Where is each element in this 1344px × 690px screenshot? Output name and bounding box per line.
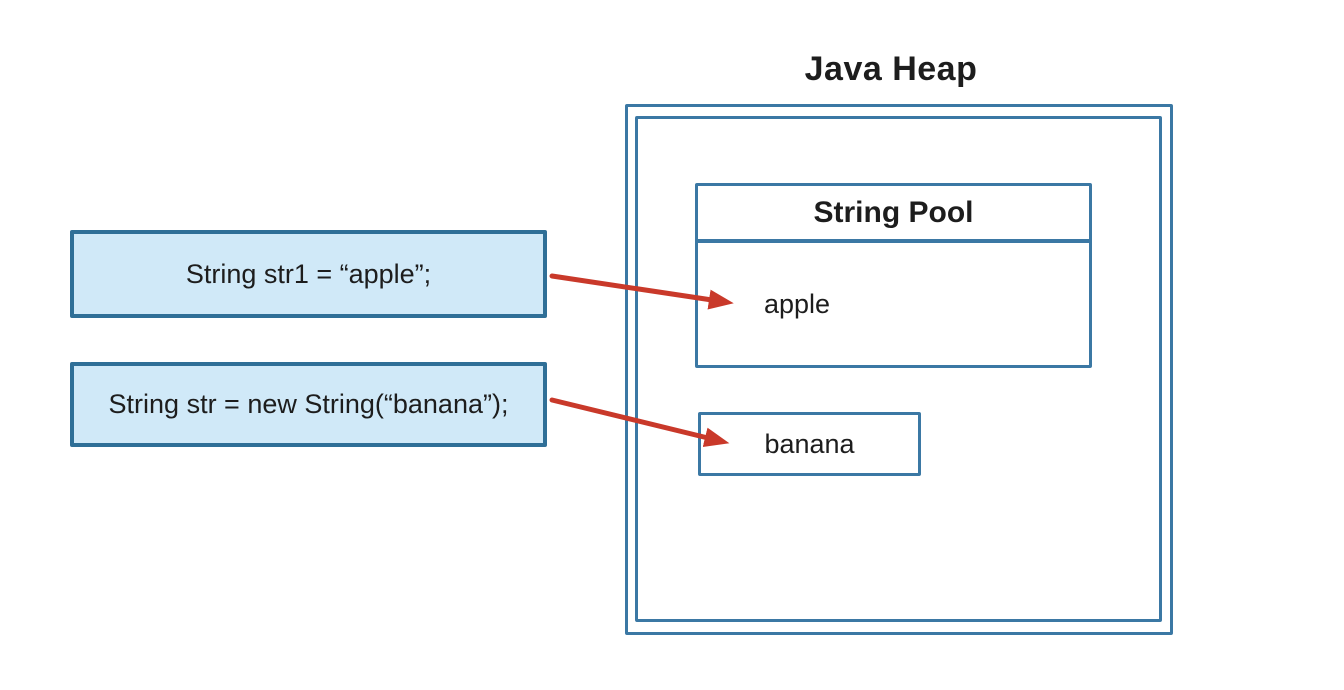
string-pool-content: apple [698, 243, 1089, 365]
heap-object-banana-box: banana [698, 412, 921, 476]
code-box-str1-label: String str1 = “apple”; [185, 258, 432, 289]
code-box-str1: String str1 = “apple”; [70, 230, 547, 318]
string-pool-entry-apple: apple [764, 288, 831, 319]
heap-object-banana-label: banana [764, 428, 855, 459]
java-heap-inner-border [635, 116, 1162, 622]
java-heap-outer-border [625, 104, 1173, 635]
string-pool-box: String Pool apple [695, 183, 1092, 368]
code-box-str-label: String str = new String(“banana”); [108, 389, 509, 419]
code-box-str: String str = new String(“banana”); [70, 362, 547, 447]
string-pool-title: String Pool [698, 186, 1089, 243]
java-heap-title: Java Heap [804, 50, 978, 88]
